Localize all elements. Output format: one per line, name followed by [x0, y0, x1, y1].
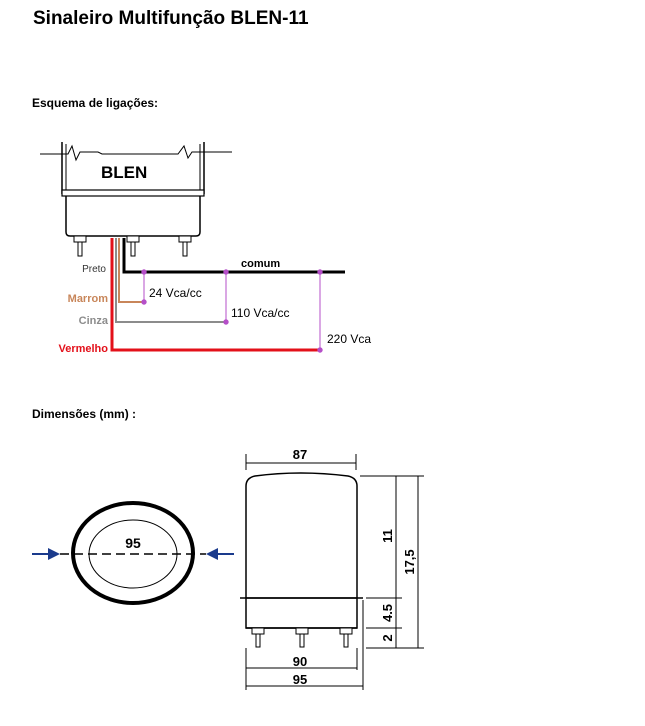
total-height-value: 17,5: [402, 549, 417, 574]
wire-marrom: [118, 238, 144, 303]
dome-outline: [245, 472, 358, 598]
device-label: BLEN: [101, 163, 147, 182]
overall-width-value: 95: [293, 672, 307, 687]
wiring-heading: Esquema de ligações:: [32, 96, 159, 110]
wiring-diagram: BLEN: [40, 142, 371, 355]
arrow-left-icon: [206, 548, 218, 560]
label-preto: Preto: [82, 264, 106, 275]
wire-vermelho: [110, 238, 320, 352]
label-vermelho: Vermelho: [58, 343, 108, 355]
dimensions-heading: Dimensões (mm) :: [32, 407, 137, 421]
junctions: [141, 269, 323, 353]
base-outline: [245, 597, 358, 629]
top-view: 95: [32, 501, 234, 605]
break-line: [40, 144, 232, 162]
top-width-value: 87: [293, 447, 307, 462]
label-110v: 110 Vca/cc: [231, 306, 289, 320]
base-width-value: 90: [293, 654, 307, 669]
terminal-pins: [73, 235, 192, 257]
side-pins: [251, 627, 353, 648]
label-24v: 24 Vca/cc: [149, 286, 202, 300]
body-height-value: 11: [380, 529, 395, 543]
base-height-value: 4.5: [380, 604, 395, 622]
side-view: 87 90 95 11 4.5 2 17: [240, 447, 424, 690]
label-marrom: Marrom: [68, 293, 109, 305]
page-title: Sinaleiro Multifunção BLEN-11: [33, 8, 309, 29]
device-body: [61, 142, 205, 237]
diameter-value: 95: [125, 535, 141, 551]
wire-cinza: [115, 238, 226, 323]
wire-preto: [122, 238, 345, 274]
label-comum: comum: [241, 258, 280, 270]
wires: [110, 238, 345, 352]
label-cinza: Cinza: [79, 315, 109, 327]
label-220v: 220 Vca: [327, 332, 371, 346]
pin-height-value: 2: [380, 634, 395, 641]
arrow-right-icon: [48, 548, 60, 560]
